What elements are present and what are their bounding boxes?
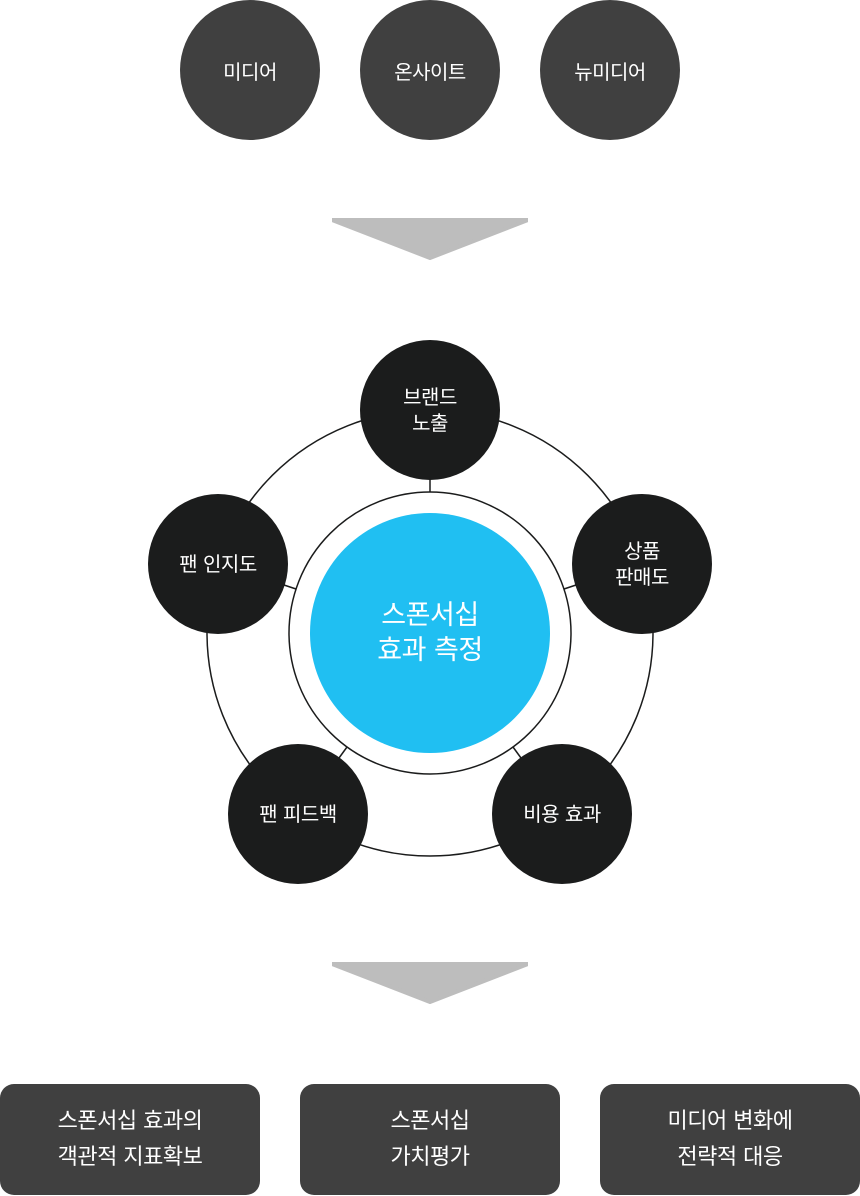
node-label: 팬 피드백 [259, 802, 337, 826]
center-label: 스폰서십 효과 측정 [377, 599, 483, 666]
down-arrow-icon [332, 218, 528, 260]
outcome-label: 스폰서십 효과의 객관적 지표확보 [57, 1109, 203, 1170]
source-label: 미디어 [223, 59, 277, 84]
measurement-diagram: 스폰서십 효과 측정 브랜드 노출 상품 판매도 비용 효과 팬 피드백 팬 인… [0, 300, 860, 900]
node-label: 팬 인지도 [179, 552, 257, 576]
node-product-sales: 상품 판매도 [572, 494, 712, 634]
node-brand-exposure: 브랜드 노출 [360, 340, 500, 480]
node-label: 비용 효과 [523, 802, 601, 826]
outcome-strategic-response: 미디어 변화에 전략적 대응 [600, 1084, 860, 1195]
source-new-media: 뉴미디어 [540, 0, 680, 140]
source-onsite: 온사이트 [360, 0, 500, 140]
node-fan-feedback: 팬 피드백 [228, 744, 368, 884]
outcome-objective-metrics: 스폰서십 효과의 객관적 지표확보 [0, 1084, 260, 1195]
node-label: 상품 판매도 [615, 539, 669, 589]
center-sponsorship-measurement: 스폰서십 효과 측정 [310, 513, 550, 753]
source-media: 미디어 [180, 0, 320, 140]
down-arrow-icon [332, 962, 528, 1004]
outcome-label: 스폰서십 가치평가 [390, 1109, 470, 1170]
outcome-label: 미디어 변화에 전략적 대응 [667, 1109, 793, 1170]
node-fan-awareness: 팬 인지도 [148, 494, 288, 634]
source-label: 뉴미디어 [574, 59, 646, 84]
node-label: 브랜드 노출 [403, 385, 457, 435]
outcome-value-assessment: 스폰서십 가치평가 [300, 1084, 560, 1195]
source-label: 온사이트 [394, 59, 466, 84]
node-cost-effect: 비용 효과 [492, 744, 632, 884]
